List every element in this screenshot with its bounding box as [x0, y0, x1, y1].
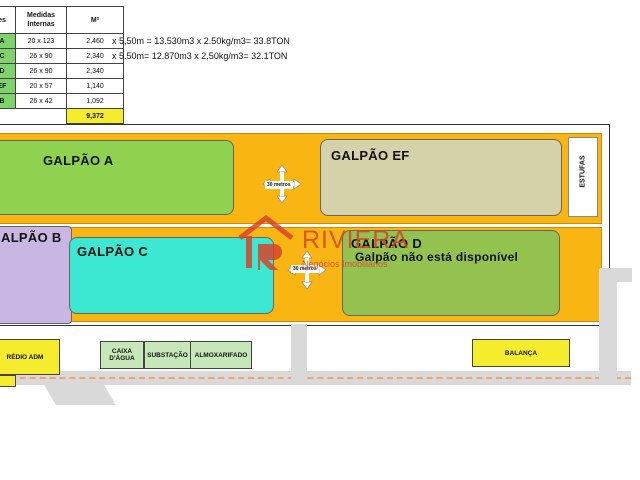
road-right-stub	[600, 268, 632, 282]
area-table: es Medidas Internas M² A 20 x 123 2,460 …	[0, 6, 124, 124]
road-main-centerline	[0, 377, 631, 379]
row-medida: 26 x 90	[15, 63, 67, 79]
almoxarifado: ALMOXARIFADO	[190, 341, 252, 369]
galpao-a-label: GALPÃO A	[43, 153, 114, 168]
col-header-label: es	[0, 6, 16, 34]
estufas: ESTUFAS	[568, 137, 598, 217]
dims-label-top: 30 metros	[265, 181, 293, 189]
row-medida: 26 x 90	[15, 48, 67, 64]
row-m2: 1,092	[66, 93, 124, 109]
house-logo-icon	[238, 214, 294, 270]
table-row: A 20 x 123 2,460	[0, 33, 124, 49]
row-medida: 20 x 57	[15, 78, 67, 94]
table-total: 9,372	[66, 108, 124, 124]
caixa-dagua: CAIXA D'ÁGUA	[100, 341, 144, 369]
almoxarifado-label: ALMOXARIFADO	[194, 351, 248, 359]
row-medida: 20 x 123	[15, 33, 67, 49]
road-diagonal	[44, 385, 116, 405]
galpao-d: GALPÃO D Galpão não está disponível	[342, 230, 560, 316]
calc-line-1: x 5,50m = 13.530m3 x 2.50kg/m3= 33.8TON	[112, 36, 290, 46]
watermark: RIVIERA Negócios Imobiliários	[236, 214, 436, 274]
galpao-b: ALPÃO B	[0, 226, 72, 324]
road-vertical-2	[599, 269, 617, 379]
galpao-c: GALPÃO C	[69, 237, 274, 314]
galpao-ef: GALPÃO EF	[320, 139, 562, 216]
caixa-dagua-label: CAIXA D'ÁGUA	[109, 348, 135, 362]
balanca: BALANÇA	[472, 339, 570, 367]
predio-adm-label: RÉDIO ADM	[6, 353, 44, 361]
table-row: EF 20 x 57 1,140	[0, 78, 124, 94]
table-row: D 26 x 90 2,340	[0, 63, 124, 79]
row-label: B	[0, 93, 16, 109]
galpao-d-label: GALPÃO D	[351, 236, 423, 251]
row-label: D	[0, 63, 16, 79]
calc-line-2: x 5.50m= 12.870m3 x 2,50kg/m3= 32.1TON	[112, 51, 288, 61]
balanca-label: BALANÇA	[504, 349, 538, 357]
predio-adm: RÉDIO ADM	[0, 339, 60, 375]
row-label: A	[0, 33, 16, 49]
table-row: B 26 x 42 1,092	[0, 93, 124, 109]
watermark-sub: Negócios Imobiliários	[302, 259, 388, 269]
galpao-c-label: GALPÃO C	[77, 244, 149, 259]
estufas-label: ESTUFAS	[579, 155, 587, 188]
col-header-medidas: Medidas Internas	[15, 6, 67, 34]
substacao: SUBSTAÇÃO	[144, 341, 191, 369]
galpao-d-note: Galpão não está disponível	[355, 250, 519, 264]
dimension-arrows-bottom: 30 metros	[287, 250, 327, 290]
row-m2: 1,140	[66, 78, 124, 94]
galpao-ef-label: GALPÃO EF	[331, 148, 410, 163]
dims-label-bottom: 30 metros	[291, 265, 319, 273]
road-vertical-1	[291, 324, 307, 379]
row-label: EF	[0, 78, 16, 94]
watermark-brand: RIVIERA	[302, 226, 410, 254]
galpao-b-label: ALPÃO B	[1, 230, 62, 245]
row-medida: 26 x 42	[15, 93, 67, 109]
dimension-arrows-top: 30 metros	[262, 164, 302, 204]
galpao-a: GALPÃO A	[0, 140, 234, 215]
substacao-label: SUBSTAÇÃO	[147, 351, 188, 359]
row-m2: 2,340	[66, 63, 124, 79]
col-header-m2: M²	[66, 6, 124, 34]
table-row: C 26 x 90 2,340	[0, 48, 124, 64]
row-label: C	[0, 48, 16, 64]
predio-annex	[0, 375, 16, 387]
